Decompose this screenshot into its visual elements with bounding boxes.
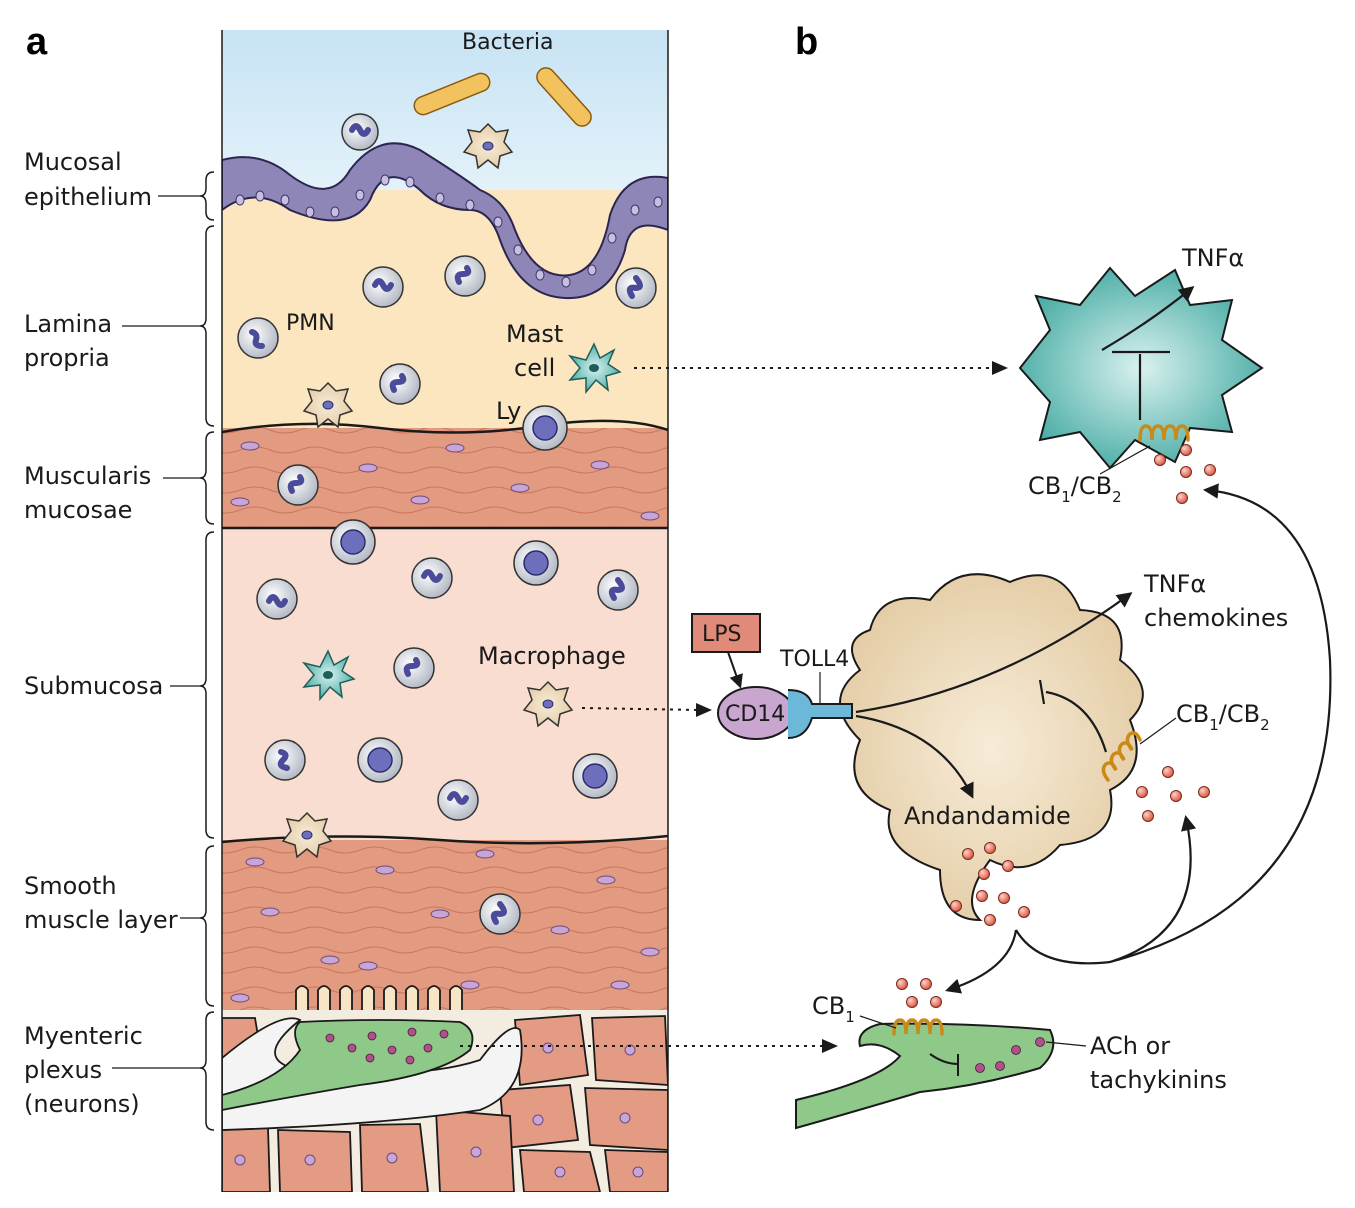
label-tnf-chemokines-1: TNFα xyxy=(1143,570,1206,598)
label-tnf-top: TNFα xyxy=(1181,244,1244,272)
label-ly: Ly xyxy=(496,397,521,425)
cb1-receptor xyxy=(892,1018,944,1036)
label-pmn: PMN xyxy=(286,311,335,336)
vesicles-mid xyxy=(950,766,1210,926)
lps-box xyxy=(691,613,761,653)
panel-b-letter: b xyxy=(795,21,818,63)
inhibit-mast xyxy=(1112,350,1170,420)
cb-receptor-top xyxy=(1138,424,1190,442)
label-propria: propria xyxy=(24,344,110,372)
bacteria-rods xyxy=(413,67,592,127)
label-tnf-chemokines-2: chemokines xyxy=(1144,604,1288,632)
lymphocytes xyxy=(330,405,618,799)
label-anandamide: Andandamide xyxy=(904,802,1071,830)
epithelial-nuclei xyxy=(235,174,663,288)
label-bacteria: Bacteria xyxy=(462,30,553,55)
dashed-links xyxy=(460,367,998,1047)
label-mucosae: mucosae xyxy=(24,496,132,524)
label-muscularis: Muscularis xyxy=(24,462,151,490)
pmn-cells xyxy=(237,113,657,935)
vesicles-top xyxy=(1154,444,1216,504)
label-cb1: CB1 xyxy=(812,992,855,1026)
vesicles-bottom xyxy=(896,978,942,1008)
label-cb1cb2-top: CB1/CB2 xyxy=(1028,472,1122,506)
panel-a-letter: a xyxy=(26,21,48,63)
label-epithelium: epithelium xyxy=(24,183,152,211)
layer-brackets xyxy=(199,171,215,1131)
label-neurons: (neurons) xyxy=(24,1090,140,1118)
neuron-b xyxy=(795,1022,1055,1130)
label-myenteric: Myenteric xyxy=(24,1022,143,1050)
muscle-nuclei xyxy=(230,441,660,1003)
toll4-receptor xyxy=(787,689,853,739)
label-lamina: Lamina xyxy=(24,310,112,338)
label-smooth: Smooth xyxy=(24,872,117,900)
epithelium-layer xyxy=(222,142,668,300)
tissue-column xyxy=(222,30,668,1192)
label-cd14: CD14 xyxy=(725,702,785,727)
label-mast: Mast xyxy=(506,320,563,348)
neuron-a xyxy=(222,1019,474,1111)
neuron-fingers xyxy=(295,985,463,1010)
label-plexus: plexus xyxy=(24,1056,102,1084)
label-cb1cb2-mid: CB1/CB2 xyxy=(1176,700,1270,734)
plexus-tiles xyxy=(222,1014,668,1192)
label-mucosal: Mucosal xyxy=(24,148,122,176)
label-toll4: TOLL4 xyxy=(779,647,849,672)
label-tachykinins: tachykinins xyxy=(1090,1066,1227,1094)
cb-receptor-mid xyxy=(1101,731,1142,782)
macrophage-b xyxy=(839,573,1144,922)
label-submucosa: Submucosa xyxy=(24,672,163,700)
label-muscle-layer: muscle layer xyxy=(24,906,178,934)
label-cell: cell xyxy=(514,354,555,382)
label-ach: ACh or xyxy=(1090,1032,1170,1060)
label-lps: LPS xyxy=(702,622,742,647)
label-macrophage: Macrophage xyxy=(478,642,626,670)
